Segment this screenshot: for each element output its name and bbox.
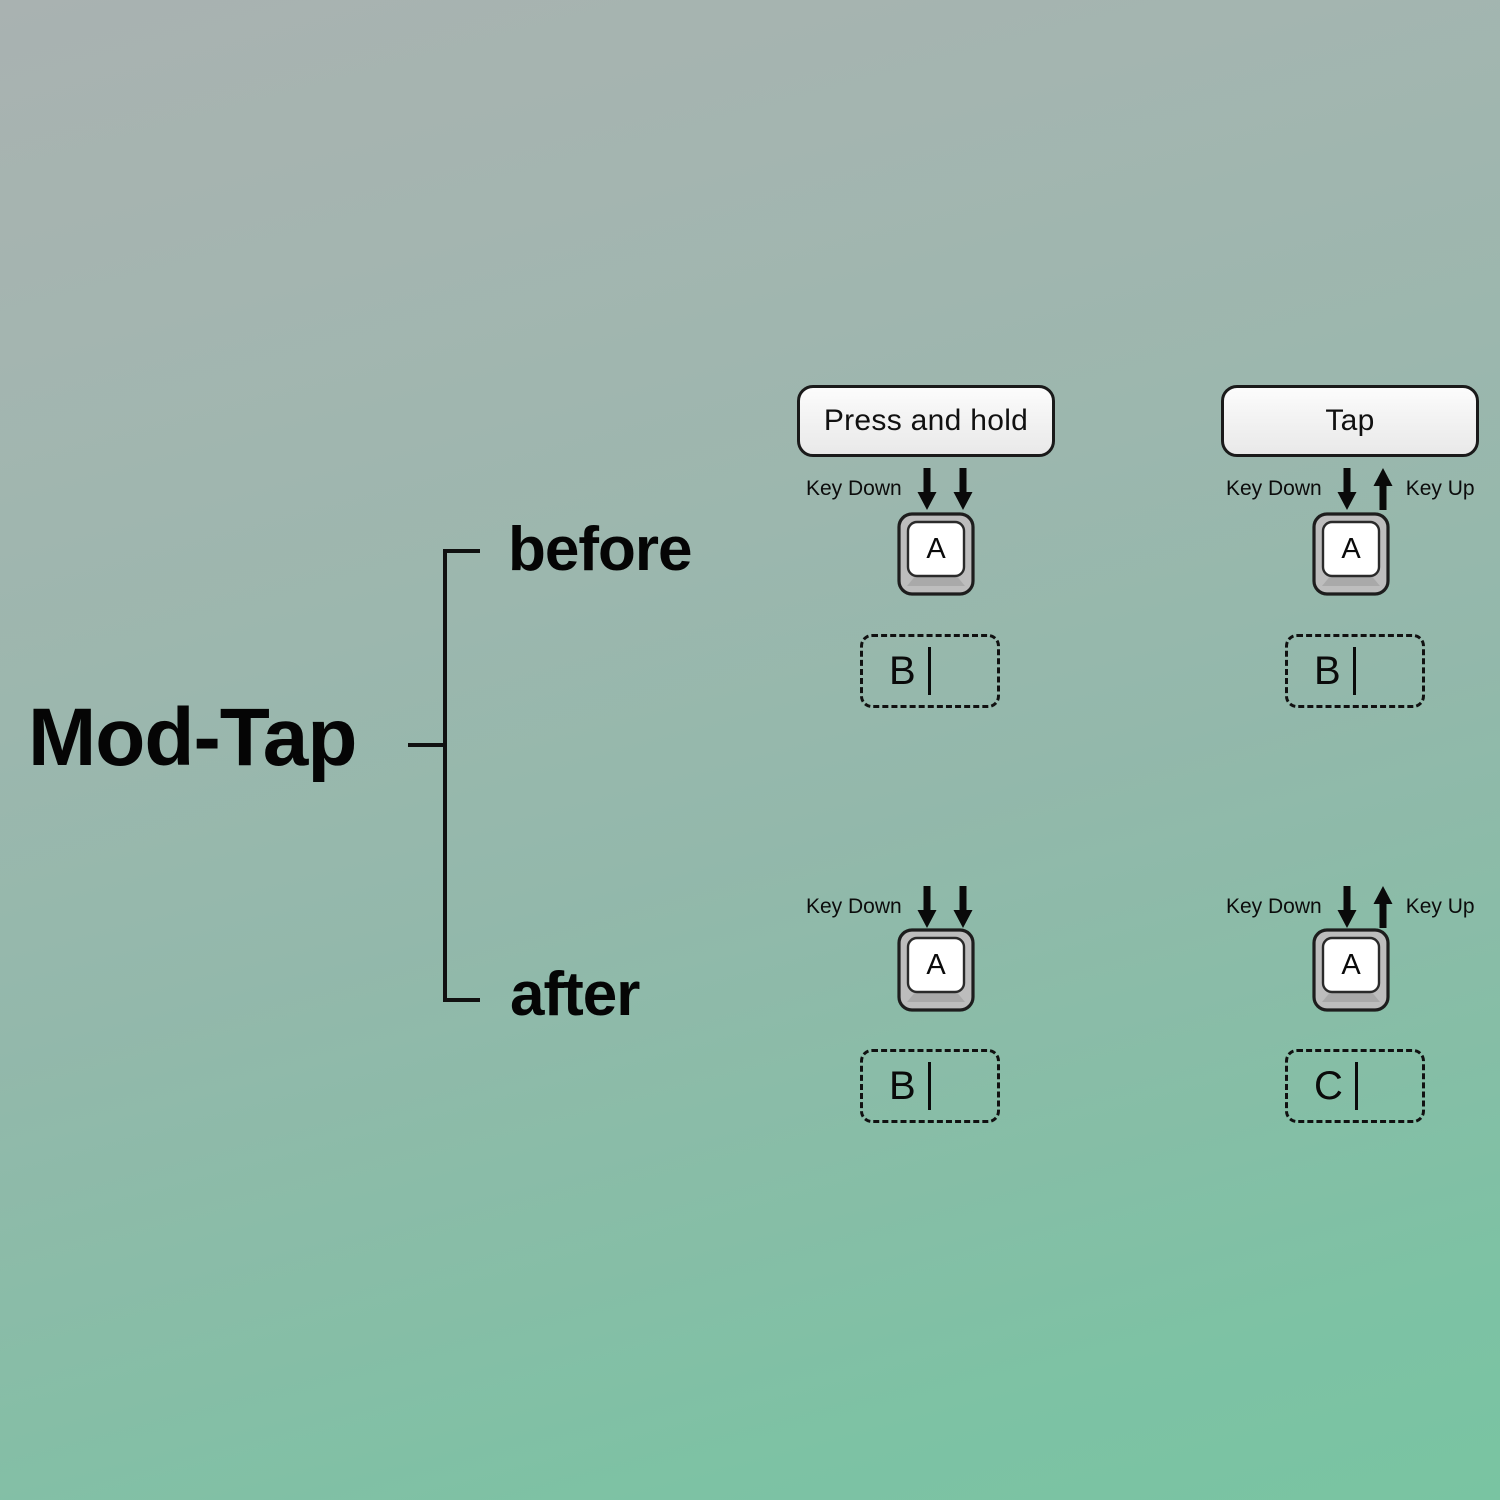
keycap-a[interactable]: A [897,928,975,1017]
branch-label-before: before [508,515,692,584]
arrow-up-icon [1373,886,1393,928]
arrow-group [1336,884,1394,930]
keycap-a[interactable]: A [1312,512,1390,601]
arrow-group [916,884,974,930]
arrow-group [1336,466,1394,512]
arrow-group [916,466,974,512]
event-row-after-press-hold: Key Down [806,886,974,928]
output-letter: B [1314,649,1341,693]
page-title: Mod-Tap [28,692,357,783]
key-up-label: Key Up [1405,895,1475,918]
key-down-label: Key Down [1226,895,1322,918]
text-caret [927,1062,932,1110]
arrow-down-icon [953,886,973,928]
branch-label-after: after [510,960,640,1029]
mod-tap-bracket [408,549,480,1002]
text-caret [927,647,932,695]
key-up-label: Key Up [1405,477,1475,500]
text-caret [1352,647,1357,695]
key-down-label: Key Down [806,895,902,918]
keycap-a[interactable]: A [1312,928,1390,1017]
key-down-label: Key Down [1226,477,1322,500]
output-box: B [860,634,1000,708]
output-box: B [860,1049,1000,1123]
output-box: B [1285,634,1425,708]
keycap-letter: A [1341,533,1361,565]
action-button-tap[interactable]: Tap [1221,385,1479,457]
text-caret [1354,1062,1359,1110]
keycap-letter: A [1341,949,1361,981]
output-letter: B [889,1064,916,1108]
arrow-down-icon [917,886,937,928]
event-row-before-press-hold: Key Down [806,468,974,510]
key-down-label: Key Down [806,477,902,500]
arrow-down-icon [1337,886,1357,928]
action-button-press-and-hold[interactable]: Press and hold [797,385,1055,457]
output-letter: B [889,649,916,693]
keycap-letter: A [926,533,946,565]
arrow-down-icon [917,468,937,510]
arrow-down-icon [953,468,973,510]
output-letter: C [1314,1064,1343,1108]
event-row-after-tap: Key Down Key Up [1226,886,1475,928]
output-box: C [1285,1049,1425,1123]
keycap-a[interactable]: A [897,512,975,601]
event-row-before-tap: Key Down Key Up [1226,468,1475,510]
keycap-letter: A [926,949,946,981]
arrow-up-icon [1373,468,1393,510]
arrow-down-icon [1337,468,1357,510]
